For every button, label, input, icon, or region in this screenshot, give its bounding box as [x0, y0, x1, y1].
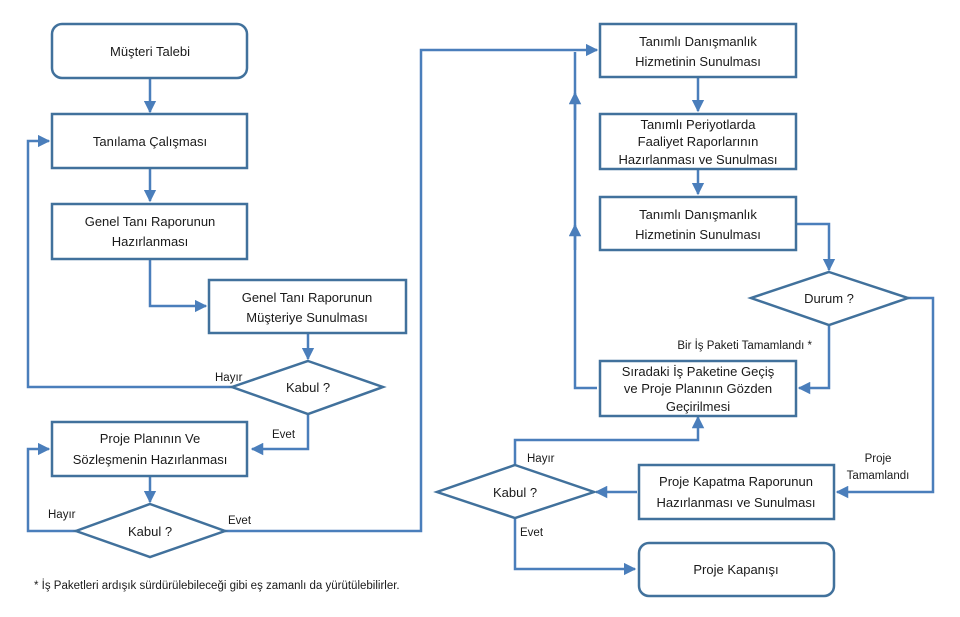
node-label: Tanımlı Danışmanlık — [639, 34, 757, 49]
node-label: Hazırlanması ve Sunulması — [657, 495, 816, 510]
edge-label-hayir: Hayır — [527, 453, 555, 465]
connector-hayir-loop-1 — [26, 134, 232, 389]
connector — [796, 222, 836, 272]
decision-label: Kabul ? — [286, 380, 330, 395]
decision-kabul-2: Kabul ? — [72, 502, 229, 559]
decision-label: Kabul ? — [493, 485, 537, 500]
edge-label-evet: Evet — [520, 527, 544, 539]
node-label: Proje Planının Ve — [100, 431, 200, 446]
connector-evet-2 — [225, 43, 599, 533]
edge-label-is-paketi: Bir İş Paketi Tamamlandı * — [677, 339, 812, 352]
node-proje-plani: Proje Planının Ve Sözleşmenin Hazırlanma… — [50, 420, 249, 478]
node-proje-kapanisi: Proje Kapanışı — [637, 541, 836, 598]
edge-label-evet: Evet — [228, 515, 252, 527]
connector-tamamlandi — [835, 296, 935, 499]
edge-label-evet: Evet — [272, 429, 296, 441]
node-genel-tani-raporu: Genel Tanı Raporunun Hazırlanması — [50, 202, 249, 261]
connector — [148, 259, 208, 313]
node-label: Müşteri Talebi — [110, 44, 190, 59]
node-label: Faaliyet Raporlarının — [638, 134, 759, 149]
node-label: Geçirilmesi — [666, 399, 730, 414]
edge-label-tamamlandi: Tamamlandı — [847, 470, 910, 482]
node-label: Hizmetinin Sunulması — [635, 227, 761, 242]
node-tanilama: Tanılama Çalışması — [50, 112, 249, 170]
decision-label: Durum ? — [804, 291, 854, 306]
node-label: ve Proje Planının Gözden — [624, 381, 772, 396]
node-danismanlik-a: Tanımlı Danışmanlık Hizmetinin Sunulması — [598, 22, 798, 79]
edge-label-hayir: Hayır — [48, 509, 76, 521]
node-label: Hazırlanması — [112, 234, 189, 249]
connector-evet-3 — [513, 518, 637, 576]
node-faaliyet-raporlari: Tanımlı Periyotlarda Faaliyet Raporların… — [598, 112, 798, 171]
node-label: Sıradaki İş Paketine Geçiş — [622, 364, 775, 379]
node-label: Genel Tanı Raporunun — [85, 214, 216, 229]
decision-label: Kabul ? — [128, 524, 172, 539]
node-danismanlik-b: Tanımlı Danışmanlık Hizmetinin Sunulması — [598, 195, 798, 252]
node-musteri-talebi: Müşteri Talebi — [50, 22, 249, 80]
node-label: Proje Kapanışı — [693, 562, 778, 577]
node-label: Genel Tanı Raporunun — [242, 290, 373, 305]
node-label: Müşteriye Sunulması — [246, 310, 367, 325]
node-label: Tanılama Çalışması — [93, 134, 207, 149]
node-musteriye-sunulmasi: Genel Tanı Raporunun Müşteriye Sunulması — [207, 278, 408, 335]
connector-evet-1 — [250, 414, 310, 456]
connector-is-paketi — [797, 326, 831, 395]
connector-hayir-loop-2 — [26, 442, 76, 533]
decision-kabul-1: Kabul ? — [228, 359, 387, 416]
footnote: * İş Paketleri ardışık sürdürülebileceği… — [34, 579, 400, 592]
node-label: Tanımlı Danışmanlık — [639, 207, 757, 222]
edge-label-hayir: Hayır — [215, 372, 243, 384]
connectors — [26, 43, 935, 576]
node-label: Hazırlanması ve Sunulması — [619, 152, 778, 167]
node-label: Hizmetinin Sunulması — [635, 54, 761, 69]
node-proje-kapatma-raporu: Proje Kapatma Raporunun Hazırlanması ve … — [637, 463, 836, 521]
node-label: Proje Kapatma Raporunun — [659, 474, 813, 489]
edge-label-proje: Proje — [865, 453, 892, 465]
connector-back-up — [573, 52, 597, 390]
node-label: Tanımlı Periyotlarda — [641, 117, 757, 132]
node-siradaki-is-paketi: Sıradaki İş Paketine Geçiş ve Proje Plan… — [598, 359, 798, 418]
node-label: Sözleşmenin Hazırlanması — [73, 452, 228, 467]
decision-kabul-3: Kabul ? — [433, 463, 598, 520]
connector-hayir-3 — [513, 415, 705, 465]
decision-durum: Durum ? — [747, 270, 912, 327]
